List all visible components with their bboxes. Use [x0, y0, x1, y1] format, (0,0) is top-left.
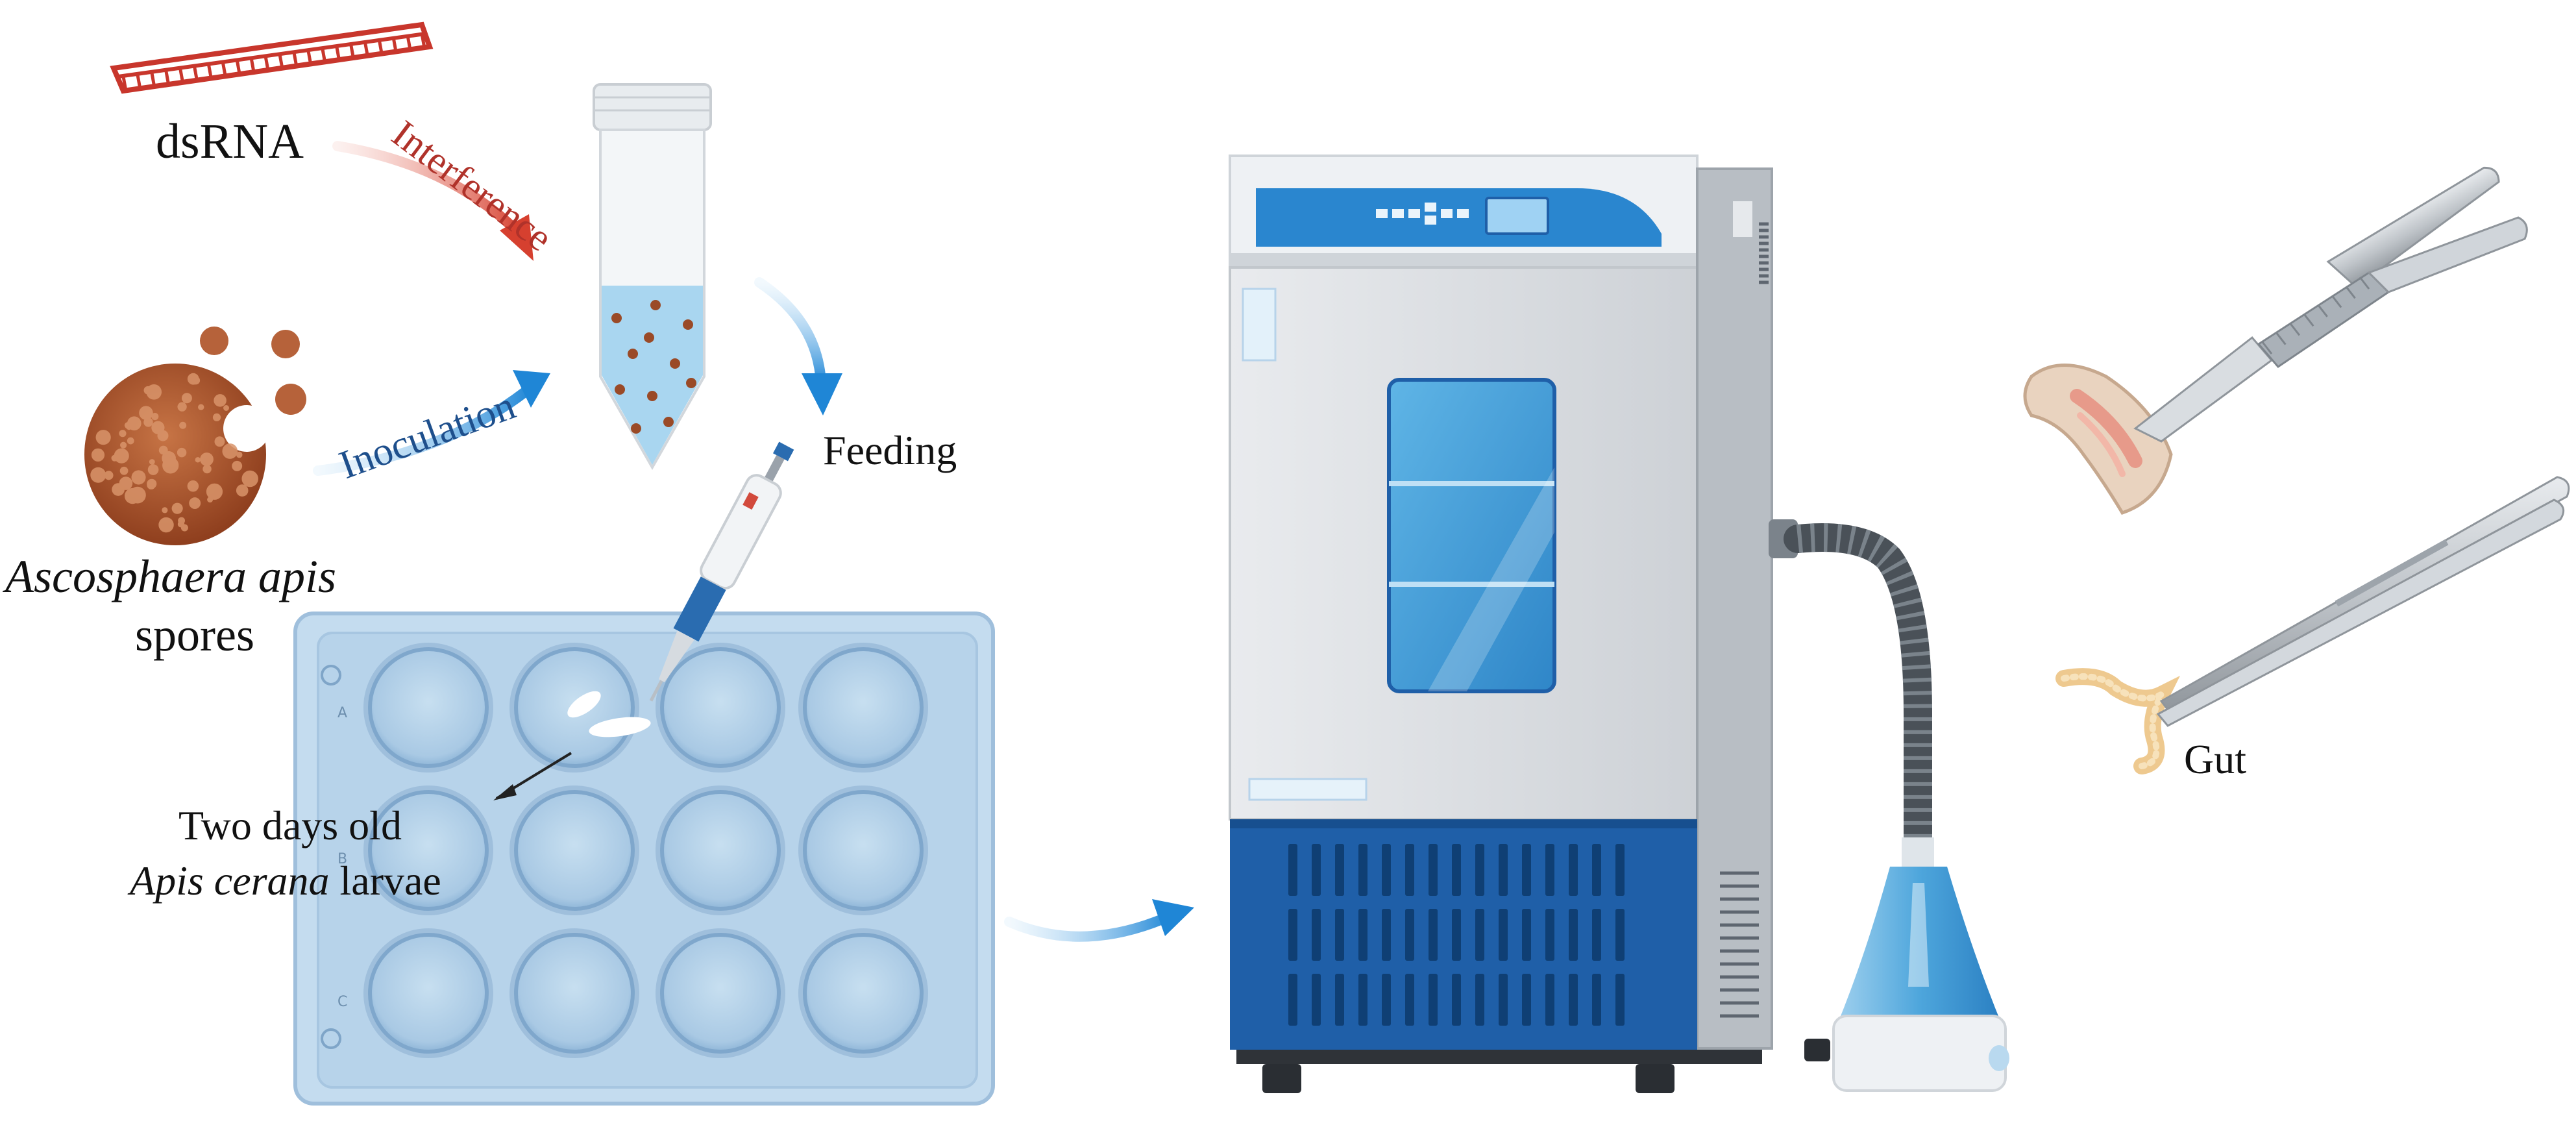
larvae-age-label: Two days old — [178, 802, 402, 848]
dsrna-label: dsRNA — [156, 114, 304, 169]
centrifuge-tube-icon — [593, 83, 712, 471]
plate-to-incubator-arrow — [1004, 910, 1177, 942]
feeding-label: Feeding — [823, 427, 957, 473]
spores-species-label: Ascosphaera apis — [5, 550, 336, 602]
larva-icon — [567, 691, 651, 737]
plate-row-label: A — [337, 705, 347, 721]
dsrna-molecule-icon — [110, 21, 434, 94]
feeding-arrowhead — [802, 373, 842, 415]
scalpel-icon — [2133, 166, 2528, 443]
tweezers-icon — [2156, 476, 2570, 727]
larvae-label: larvae — [339, 858, 441, 904]
larvae-pointer-head — [493, 784, 517, 800]
well-plate-icon: A B C — [293, 612, 995, 1106]
incubator-icon — [1229, 155, 1830, 1093]
plate-row-label: B — [337, 851, 347, 867]
plate-row-label: C — [337, 994, 347, 1010]
interference-arrowhead — [500, 214, 534, 261]
pipette-icon — [649, 441, 794, 702]
humidifier-icon — [1769, 519, 2009, 1092]
plate-to-incubator-arrowhead — [1152, 899, 1194, 936]
interference-arrow — [332, 141, 528, 242]
gut-label: Gut — [2184, 736, 2246, 782]
inoculation-arrow — [313, 381, 537, 476]
larvae-species-line: Apis cerana larvae — [130, 860, 441, 902]
spores-label: spores — [135, 609, 254, 661]
larvae-species-label: Apis cerana — [130, 858, 330, 904]
inoculation-arrowhead — [513, 370, 550, 408]
feeding-arrow — [754, 277, 826, 388]
spore-cluster-icon — [84, 327, 306, 545]
larva-icon — [2023, 364, 2173, 515]
gut-icon — [2055, 668, 2181, 774]
